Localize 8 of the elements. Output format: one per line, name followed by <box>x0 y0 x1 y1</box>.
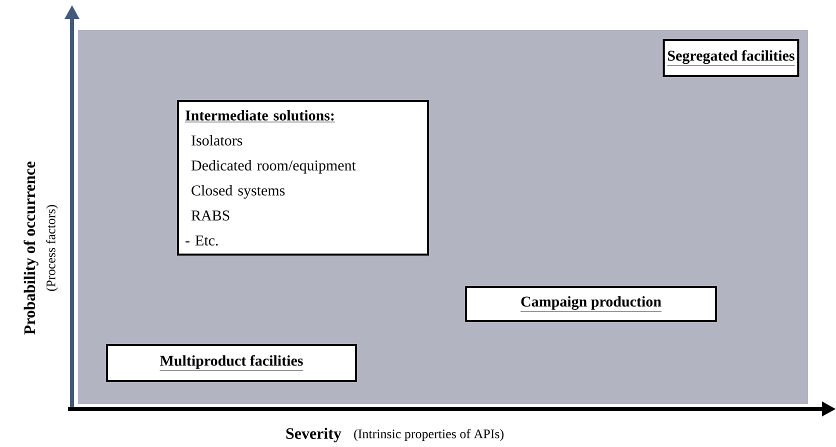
axis-title: Severity <box>286 428 342 442</box>
axis-subtitle: (Intrinsic properties of APIs) <box>354 429 504 441</box>
label-box: Segregated facilities <box>662 39 800 77</box>
label-box: Multiproduct facilities <box>106 344 357 382</box>
axis-title: Probability of occurrence <box>24 162 38 335</box>
list-box: Intermediate solutions: Isolators Dedicated room/equipment Closed systems RABS - Etc. <box>177 100 429 256</box>
label-box: Campaign production <box>465 286 717 322</box>
axis-subtitle: (Process factors) <box>46 205 58 291</box>
